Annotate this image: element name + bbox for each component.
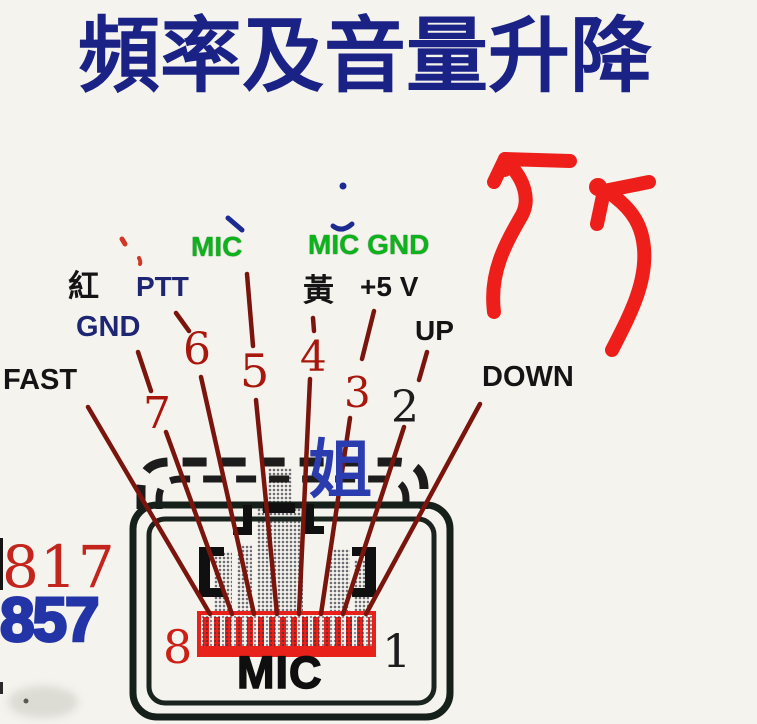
connector-label: MIC	[236, 647, 323, 698]
pin-number-2: 2	[391, 382, 419, 433]
pin-number-8: 8	[163, 620, 193, 674]
pin-contact-strip	[197, 611, 376, 657]
handwritten-blue-character: 姐	[308, 434, 372, 506]
pin-number-4: 4	[300, 332, 327, 381]
pin-number-6: 6	[183, 324, 211, 375]
label-plus-5v: +5 V	[360, 271, 419, 302]
scan-smudge	[8, 686, 78, 718]
leader-pin8-fast	[85, 404, 213, 617]
label-fast: FAST	[3, 364, 78, 396]
label-gnd: GND	[76, 311, 141, 343]
label-mic: MIC	[191, 231, 243, 262]
model-ft857: 857	[0, 586, 101, 655]
stray-pen-marks	[119, 182, 355, 266]
pin-number-5: 5	[240, 344, 270, 398]
leader-pin6-ptt	[173, 310, 257, 617]
connector-latch-dashed-outline	[136, 457, 429, 509]
label-down: DOWN	[482, 361, 574, 393]
leader-pin5-mic	[244, 271, 280, 617]
pin-leader-lines	[85, 271, 483, 617]
label-yellow-wire: 黃	[303, 273, 334, 308]
leader-pin1-down	[363, 401, 483, 617]
leader-pin3-5v	[318, 308, 377, 617]
label-mic-gnd: MIC GND	[308, 229, 430, 260]
label-red-wire: 紅	[68, 269, 99, 304]
pin-number-1: 1	[382, 624, 412, 678]
pin-number-3: 3	[344, 368, 371, 417]
label-up: UP	[415, 315, 454, 346]
model-ft817: 817	[2, 533, 116, 601]
leader-pin7-gnd	[135, 349, 235, 617]
page-title: 頻率及音量升降	[78, 11, 653, 102]
leader-pin4-micgnd	[296, 315, 317, 617]
connector-keying-shapes	[199, 503, 376, 597]
up-arrow-icon	[486, 152, 577, 319]
leader-pin2-up	[340, 349, 430, 617]
label-ptt: PTT	[136, 271, 189, 302]
up-arrow-icon	[589, 175, 656, 357]
scan-edge-artifacts	[0, 538, 29, 704]
pin-number-7: 7	[143, 388, 171, 439]
